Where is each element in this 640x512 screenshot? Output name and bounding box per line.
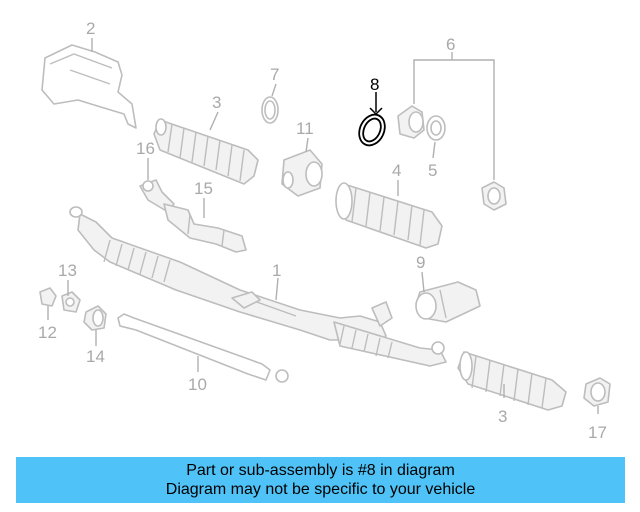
callout-15: 15 xyxy=(194,179,213,198)
callout-4: 4 xyxy=(392,161,401,180)
part-4-bellows xyxy=(335,182,443,249)
callout-3-lower: 3 xyxy=(498,407,507,426)
callout-5: 5 xyxy=(428,161,437,180)
info-banner: Part or sub-assembly is #8 in diagram Di… xyxy=(16,457,625,503)
part-10-tie-rod xyxy=(117,313,289,383)
part-9-boot xyxy=(415,281,481,323)
callout-2: 2 xyxy=(86,19,95,38)
callout-3-upper: 3 xyxy=(212,93,221,112)
part-6-bushing xyxy=(397,105,507,211)
part-3-boot-upper xyxy=(153,118,259,185)
part-3-boot-lower xyxy=(457,351,567,411)
callout-17: 17 xyxy=(588,423,607,442)
callout-11: 11 xyxy=(296,119,314,138)
part-1-steering-rack xyxy=(69,206,447,367)
part-8-seal-highlighted xyxy=(358,113,386,147)
callout-16: 16 xyxy=(136,139,155,158)
callout-13: 13 xyxy=(58,261,77,280)
part-14-bushing xyxy=(83,305,107,331)
callout-14: 14 xyxy=(86,347,105,366)
part-11-bushing xyxy=(281,149,323,197)
part-7-seal-ring xyxy=(261,96,279,124)
leader-lines xyxy=(47,38,599,414)
part-12-bushing xyxy=(39,287,57,307)
part-15-tie-rod xyxy=(163,203,247,253)
callout-12: 12 xyxy=(38,323,57,342)
banner-line-disclaimer: Diagram may not be specific to your vehi… xyxy=(165,481,476,498)
part-17-clamp xyxy=(583,377,611,407)
callout-7: 7 xyxy=(270,65,279,84)
callout-1: 1 xyxy=(272,261,281,280)
part-5-ring xyxy=(426,115,446,141)
callout-9: 9 xyxy=(416,253,425,272)
parts-diagram: 1 2 3 3 4 5 6 7 8 9 10 11 12 13 14 15 16… xyxy=(38,19,611,442)
callout-10: 10 xyxy=(188,375,207,394)
callout-8: 8 xyxy=(370,75,379,94)
part-2-heat-shield xyxy=(41,44,137,129)
callout-6: 6 xyxy=(446,35,455,54)
part-13-bushing xyxy=(61,291,81,313)
callout-numbers: 1 2 3 3 4 5 6 7 8 9 10 11 12 13 14 15 16… xyxy=(38,19,607,442)
banner-line-part-info: Part or sub-assembly is #8 in diagram xyxy=(186,462,455,479)
